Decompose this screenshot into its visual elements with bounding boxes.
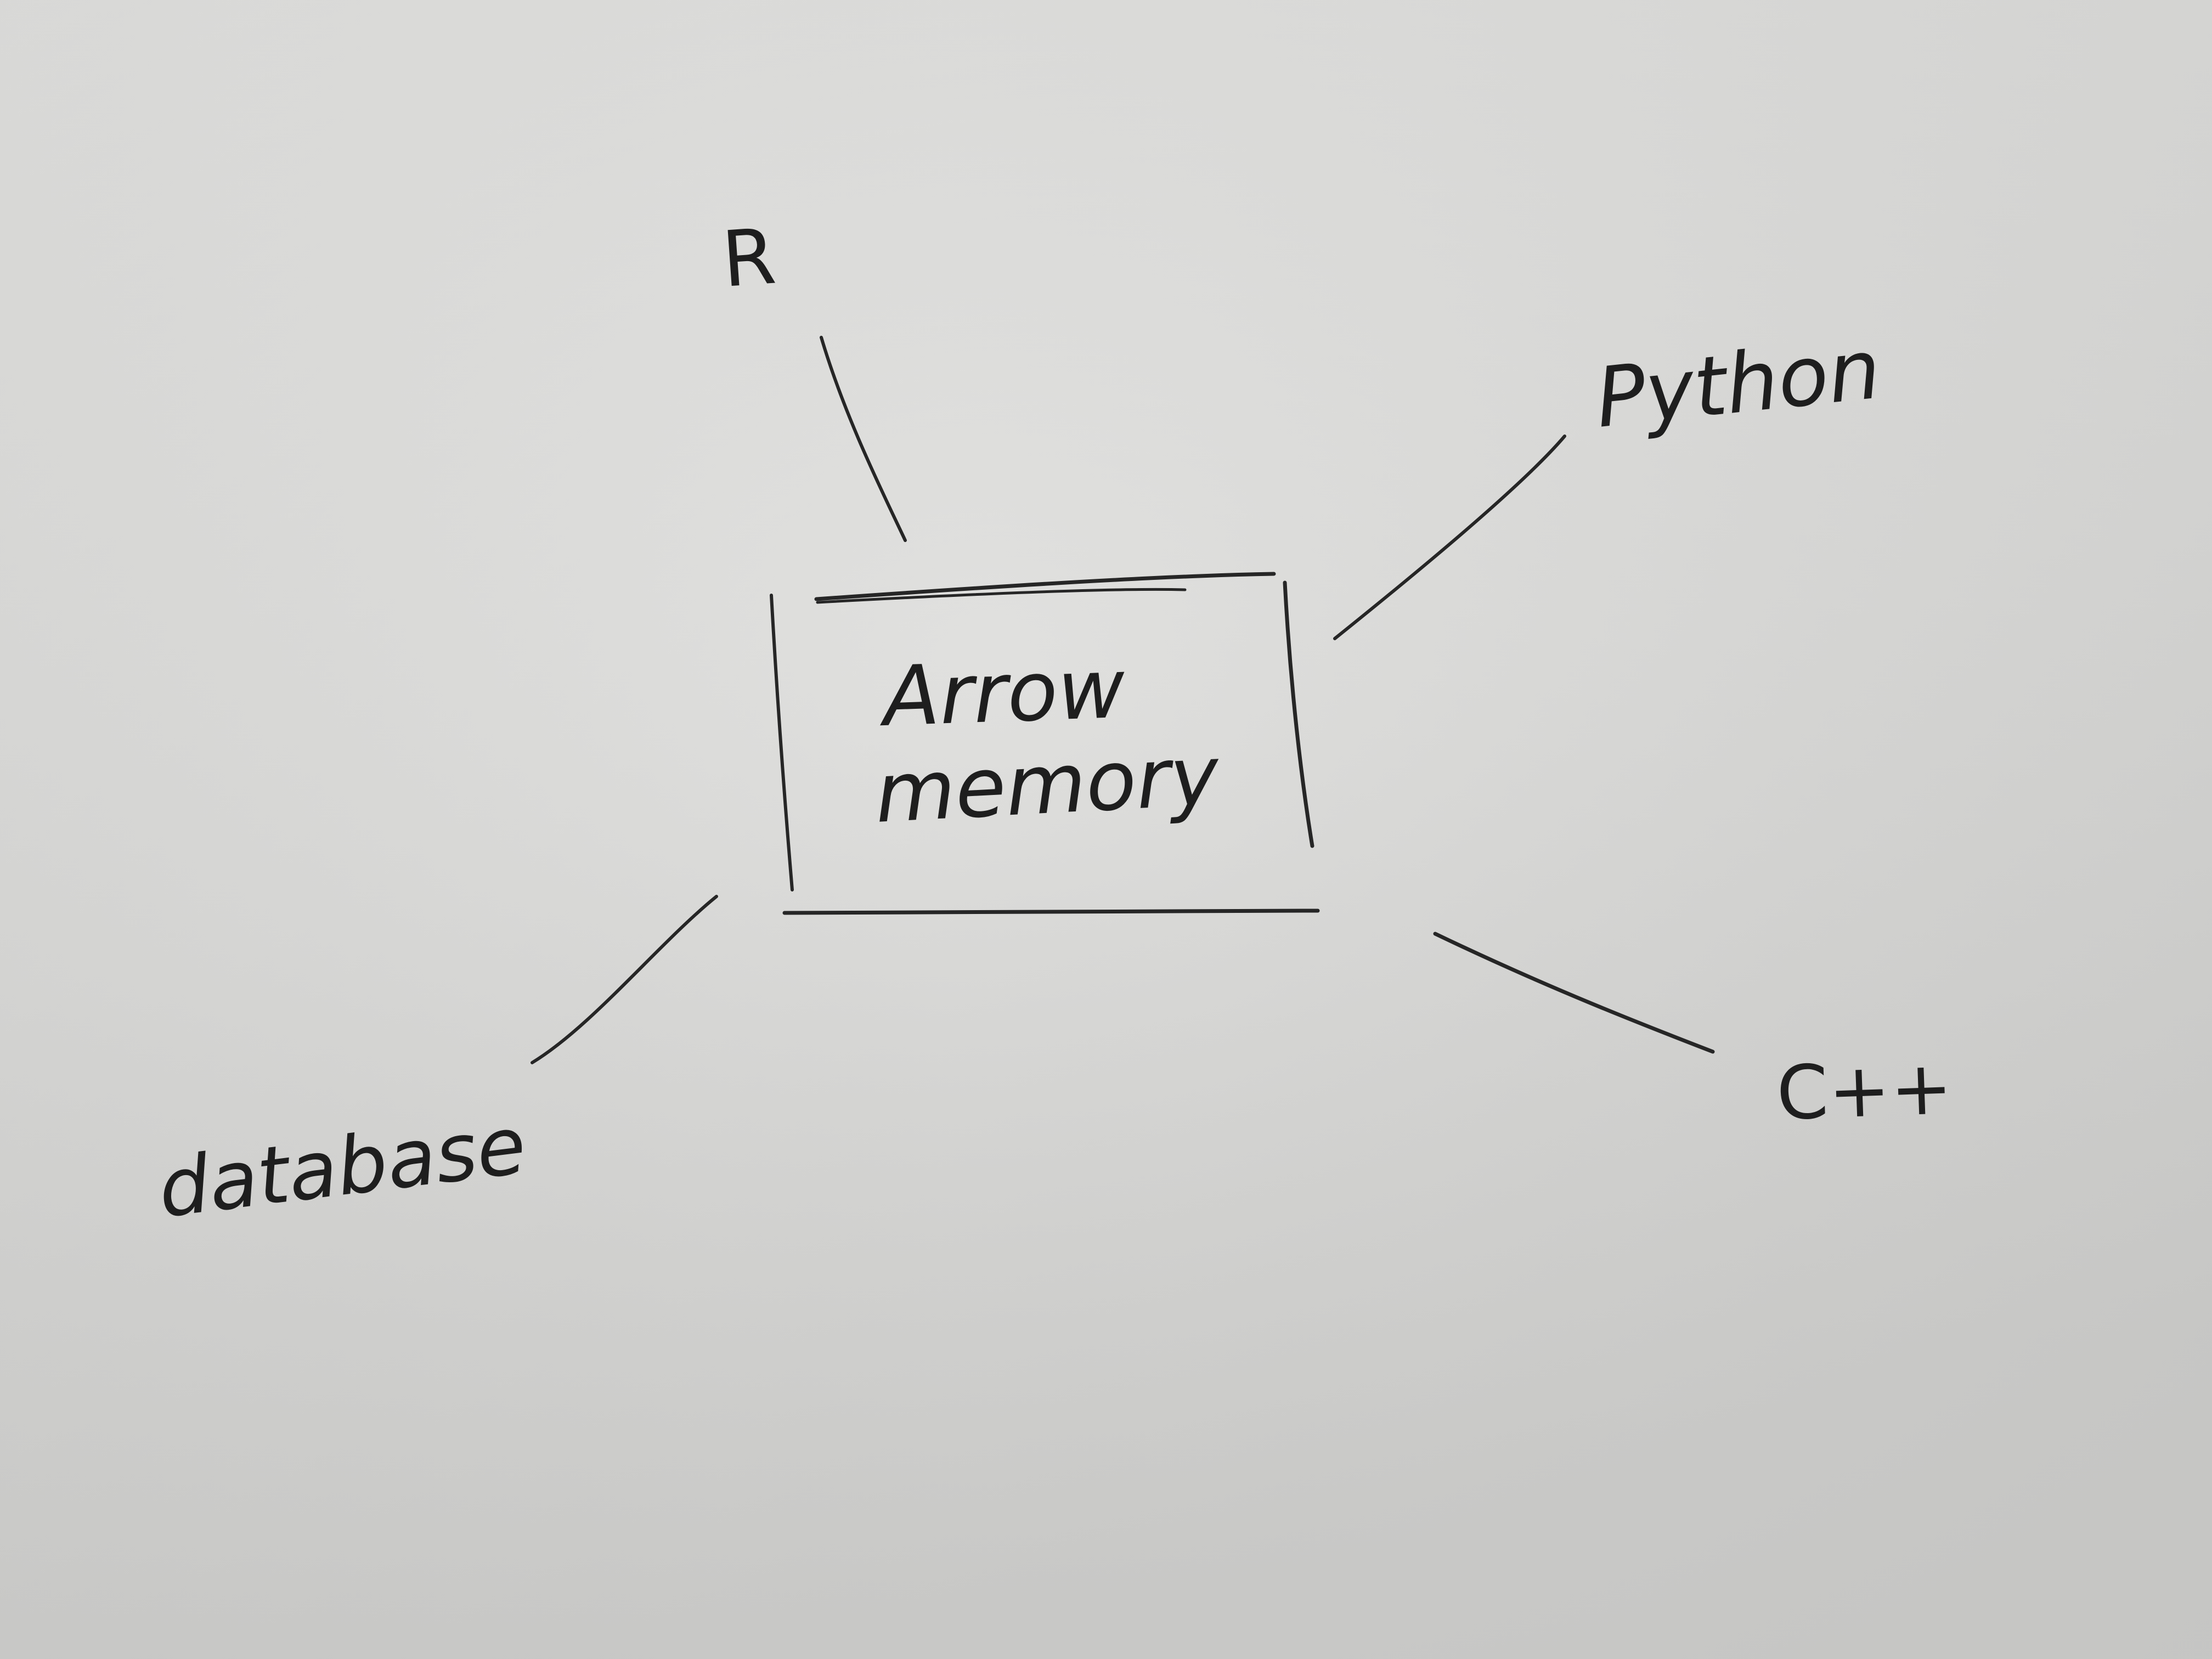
box-top-edge [814, 572, 1276, 601]
center-box: Arrow memory [770, 572, 1320, 915]
node-cpp-label: C++ [1775, 1045, 1954, 1137]
box-label-line1: Arrow [877, 641, 1127, 746]
box-top-edge-overlap [816, 588, 1187, 604]
box-left-edge [770, 594, 794, 891]
connector-r [820, 336, 907, 542]
node-r-label: R [719, 212, 778, 305]
box-right-edge [1283, 580, 1314, 848]
box-bottom-edge [782, 909, 1320, 915]
connector-cpp [1433, 932, 1715, 1054]
connector-database [531, 895, 718, 1064]
box-label-line2: memory [873, 728, 1222, 842]
connector-python [1333, 435, 1566, 640]
